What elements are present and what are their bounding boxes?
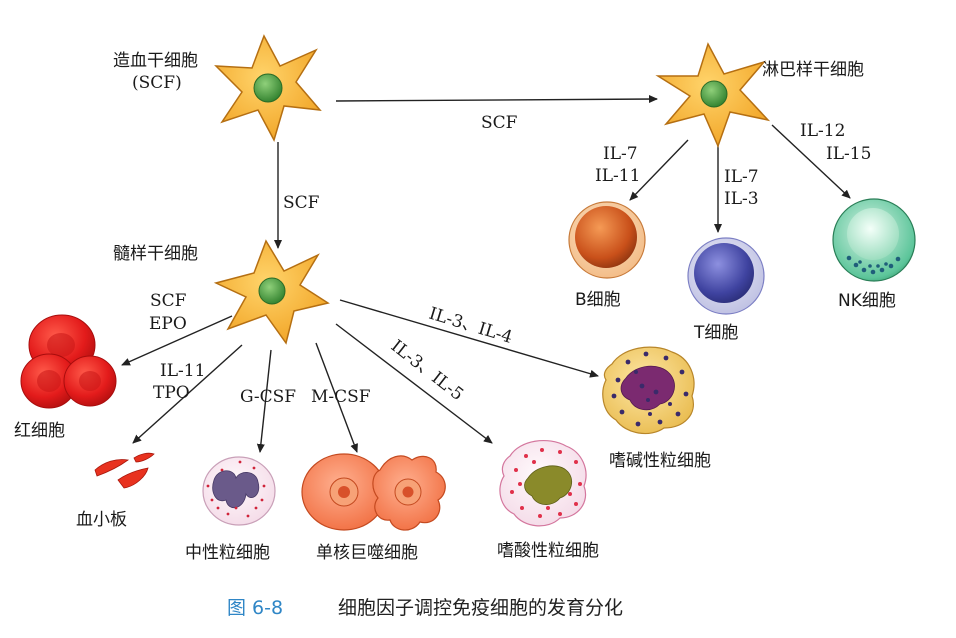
lymphoid-stem-cell	[655, 42, 771, 149]
arrow-myeloid-to-eosinophil	[335, 323, 493, 444]
b-cell-nucleus	[575, 206, 637, 268]
factor-to-eosinophil: IL-3、IL-5	[387, 336, 467, 405]
label-hsc: 造血干细胞	[113, 51, 198, 71]
label-monocyte: 单核巨噬细胞	[316, 543, 418, 563]
lymphoid-nucleus	[700, 80, 728, 108]
arrow-myeloid-to-rbc	[121, 315, 233, 366]
eosinophil-nucleus	[524, 465, 573, 505]
t-cell	[687, 237, 765, 315]
arrow-myeloid-to-monocyte	[315, 342, 358, 453]
nk-granules	[846, 255, 901, 275]
arrow-lymphoid-to-b	[629, 139, 689, 201]
label-myeloid: 髓样干细胞	[113, 244, 198, 264]
myeloid-stem-cell	[213, 239, 330, 345]
label-lymphoid: 淋巴样干细胞	[762, 60, 864, 80]
eosinophil	[499, 439, 587, 527]
label-neutrophil: 中性粒细胞	[185, 543, 270, 563]
factor-to-t-1: IL-7	[724, 167, 759, 187]
hsc-nucleus	[253, 73, 283, 103]
platelets	[94, 452, 155, 489]
arrows	[121, 95, 851, 453]
t-cell-nucleus	[694, 243, 754, 303]
figure-caption: 图 6-8 细胞因子调控免疫细胞的发育分化	[227, 597, 623, 619]
hsc-cell	[214, 34, 322, 142]
label-rbc: 红细胞	[14, 421, 65, 441]
caption-number: 图 6-8	[227, 597, 283, 619]
factor-to-nk-2: IL-15	[826, 144, 871, 164]
basophil	[602, 346, 695, 435]
nk-cell	[832, 198, 916, 282]
caption-text: 细胞因子调控免疫细胞的发育分化	[338, 597, 623, 619]
factor-to-platelet-1: IL-11	[160, 361, 205, 381]
label-nk-cell: NK细胞	[838, 291, 896, 311]
neutrophil-nucleus	[212, 470, 260, 508]
arrow-myeloid-to-basophil	[339, 299, 599, 378]
factor-to-neutrophil: G-CSF	[240, 387, 296, 407]
factor-hsc-to-lymphoid: SCF	[481, 113, 518, 133]
arrow-lymphoid-to-nk	[771, 124, 851, 199]
neutrophil	[202, 456, 276, 526]
red-blood-cells	[20, 314, 117, 409]
nk-cell-nucleus	[847, 208, 899, 260]
factor-to-b-1: IL-7	[603, 144, 638, 164]
factor-to-monocyte: M-CSF	[311, 387, 371, 407]
label-platelet: 血小板	[76, 510, 127, 530]
factor-to-rbc-1: SCF	[150, 291, 187, 311]
factor-to-basophil: IL-3、IL-4	[427, 304, 515, 348]
factor-to-b-2: IL-11	[595, 166, 640, 186]
factor-to-rbc-2: EPO	[149, 314, 187, 334]
factor-to-t-2: IL-3	[724, 189, 759, 209]
arrow-myeloid-to-platelet	[132, 344, 243, 444]
myeloid-nucleus	[258, 277, 286, 305]
factor-hsc-to-myeloid: SCF	[283, 193, 320, 213]
label-hsc-sub: (SCF)	[132, 73, 182, 93]
b-cell	[568, 201, 646, 279]
label-basophil: 嗜碱性粒细胞	[609, 451, 711, 471]
label-t-cell: T细胞	[693, 323, 738, 343]
factor-to-platelet-2: TPO	[153, 383, 190, 403]
monocyte-macrophage	[301, 453, 446, 531]
label-eosinophil: 嗜酸性粒细胞	[497, 541, 599, 561]
arrow-hsc-to-lymphoid	[335, 95, 658, 104]
labels: 造血干细胞 (SCF) 淋巴样干细胞 髓样干细胞 SCF SCF IL-7 IL…	[14, 51, 896, 563]
arrow-myeloid-to-neutrophil	[256, 349, 272, 453]
label-b-cell: B细胞	[575, 290, 621, 310]
basophil-nucleus	[620, 365, 675, 411]
factor-to-nk-1: IL-12	[800, 121, 845, 141]
